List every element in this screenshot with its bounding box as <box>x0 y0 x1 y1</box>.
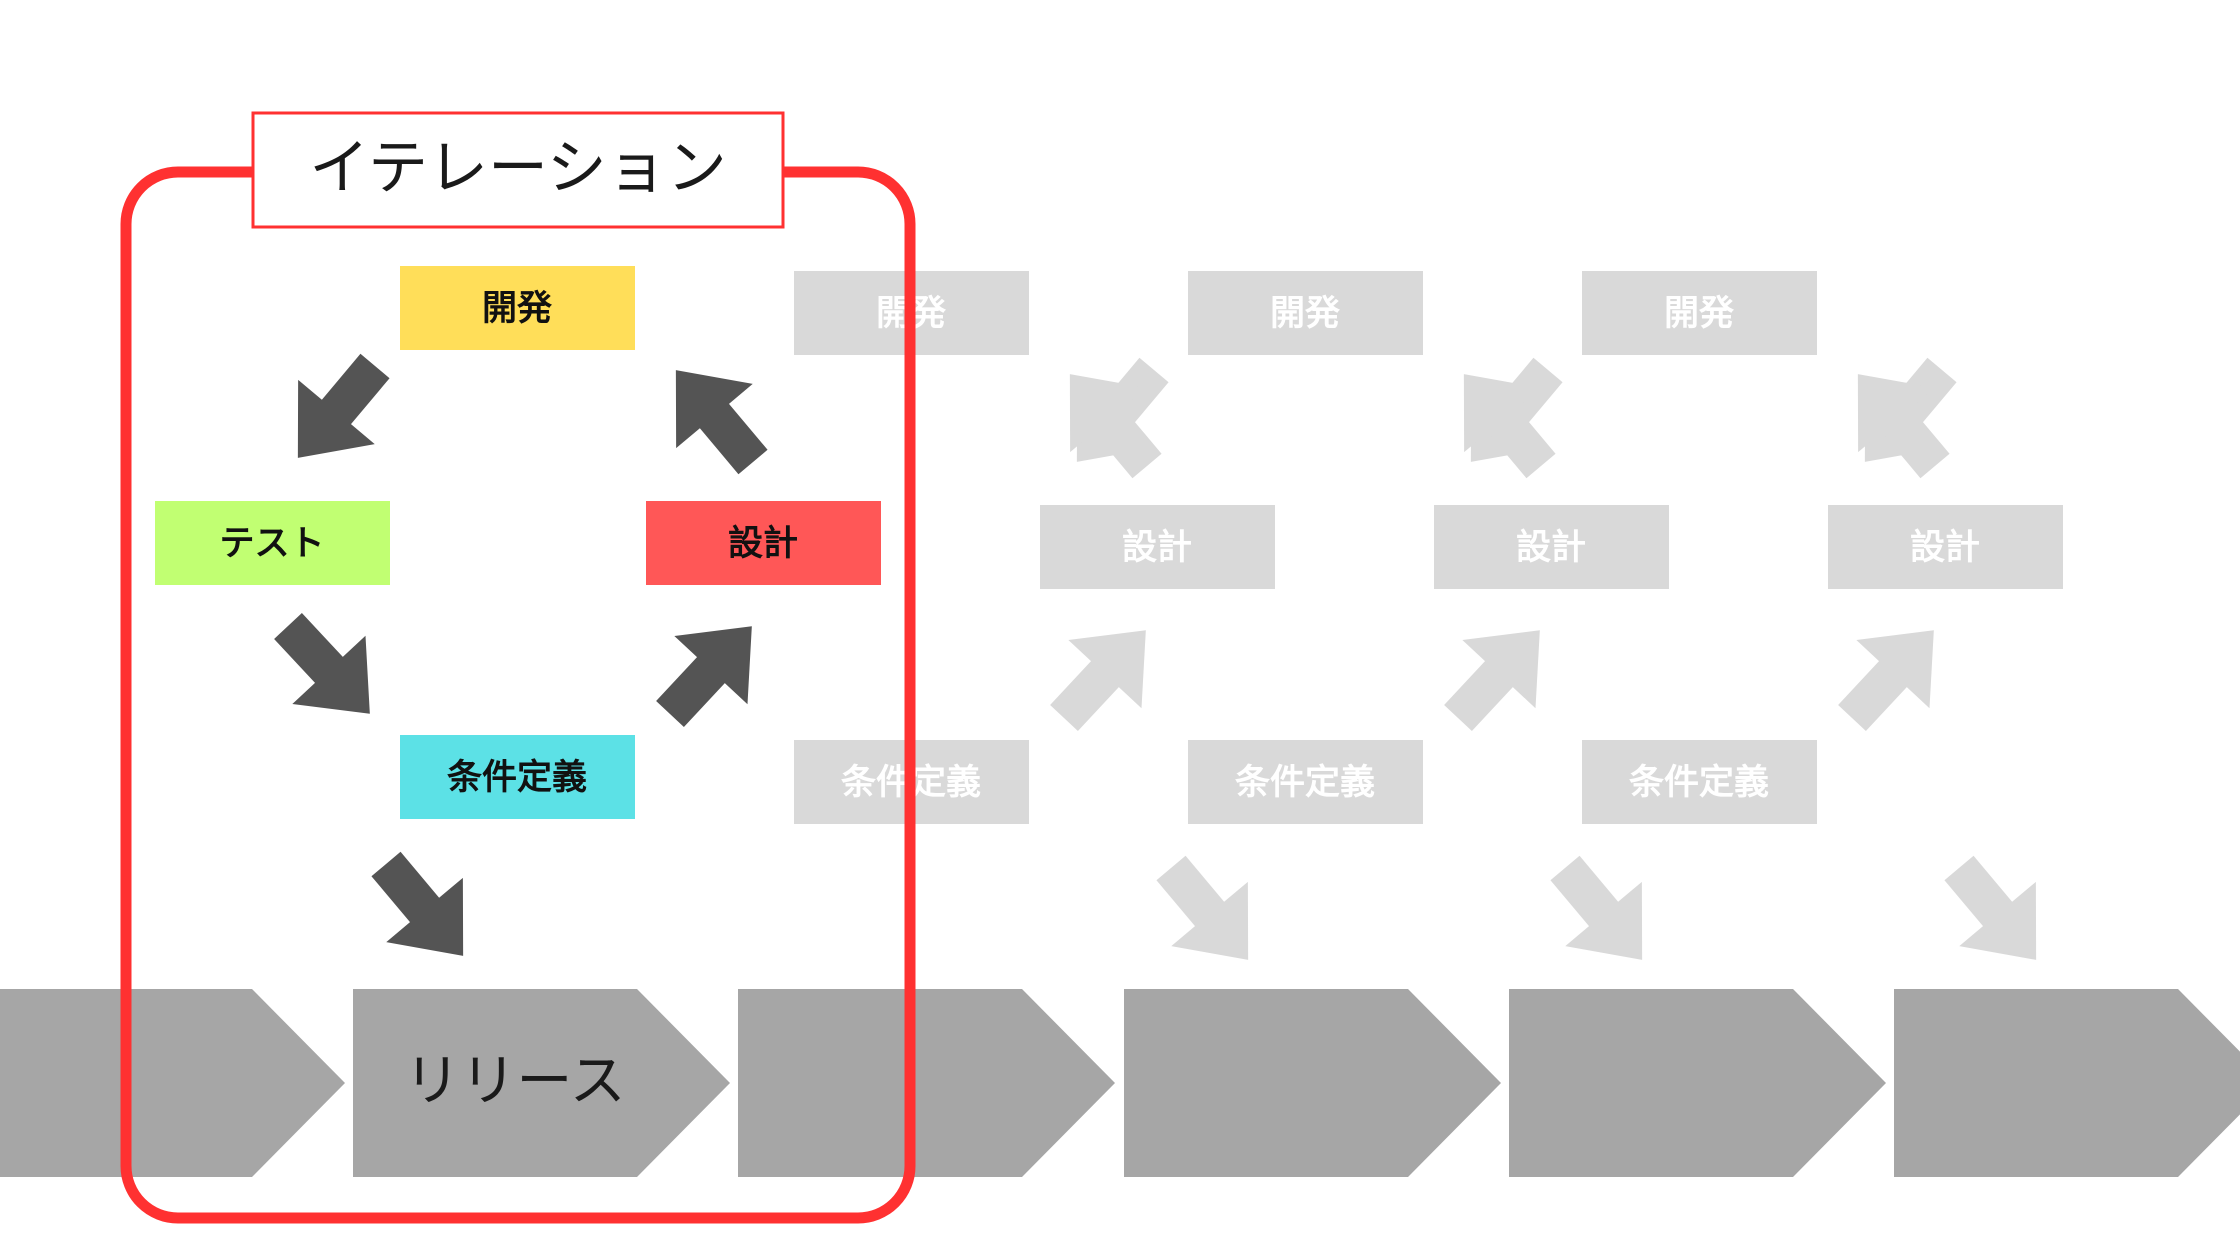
ghost-requirements-box <box>1582 740 1817 824</box>
test-label: テスト <box>219 524 324 564</box>
design-label: 設計 <box>728 524 798 564</box>
timeline-segment <box>1894 989 2240 1177</box>
design-box <box>646 501 881 585</box>
ghost-arrow-requirements-to-design-icon <box>1815 596 1971 753</box>
timeline-segment <box>1509 989 1886 1177</box>
ghost-requirements-label: 条件定義 <box>1629 763 1769 803</box>
ghost-arrow-design-to-dev-icon <box>1425 341 1580 499</box>
arrow-requirements-to-release-icon <box>347 831 502 989</box>
arrow-requirements-to-design-icon <box>633 592 789 749</box>
ghost-dev-label: 開発 <box>1664 294 1735 334</box>
timeline-segment-release <box>353 989 730 1177</box>
ghost-arrow-design-to-dev-icon <box>1819 341 1974 499</box>
ghost-design-box <box>1434 505 1669 589</box>
release-label: リリース <box>404 1049 625 1114</box>
dev-label: 開発 <box>482 289 553 329</box>
ghost-arrow-requirements-to-release-icon <box>1920 835 2075 993</box>
ghost-arrow-requirements-to-release-icon <box>1526 835 1681 993</box>
ghost-dev-label: 開発 <box>1270 294 1341 334</box>
ghost-arrow-requirements-to-release-icon <box>1132 835 1287 993</box>
main-iteration-cycle: 開発 テスト 設計 条件定義 <box>155 266 881 989</box>
timeline-segment <box>738 989 1115 1177</box>
dev-box <box>400 266 635 350</box>
ghost-arrow-requirements-to-design-icon <box>1027 596 1183 753</box>
arrow-dev-to-test-icon <box>259 333 414 491</box>
iteration-title: イテレーション <box>309 134 727 204</box>
test-box <box>155 501 390 585</box>
ghost-design-label: 設計 <box>1516 528 1586 568</box>
iteration-frame: イテレーション <box>120 111 916 1224</box>
timeline-segment <box>1124 989 1501 1177</box>
ghost-dev-box <box>1582 271 1817 355</box>
ghost-design-label: 設計 <box>1910 528 1980 568</box>
iteration-title-box <box>251 111 785 229</box>
ghost-requirements-label: 条件定義 <box>1235 763 1375 803</box>
ghost-design-box <box>1828 505 2063 589</box>
requirements-box <box>400 735 635 819</box>
timeline: リリース <box>0 989 2240 1177</box>
ghost-arrow-requirements-to-design-icon <box>1421 596 1577 753</box>
requirements-label: 条件定義 <box>447 758 587 798</box>
ghost-dev-box <box>1188 271 1423 355</box>
arrow-test-to-requirements-icon <box>251 591 407 748</box>
ghost-requirements-box <box>1188 740 1423 824</box>
ghost-arrow-design-to-dev-icon <box>1031 341 1186 499</box>
timeline-segment <box>0 989 345 1177</box>
ghost-design-label: 設計 <box>1122 528 1192 568</box>
arrow-design-to-dev-icon <box>637 337 792 495</box>
ghost-design-box <box>1040 505 1275 589</box>
